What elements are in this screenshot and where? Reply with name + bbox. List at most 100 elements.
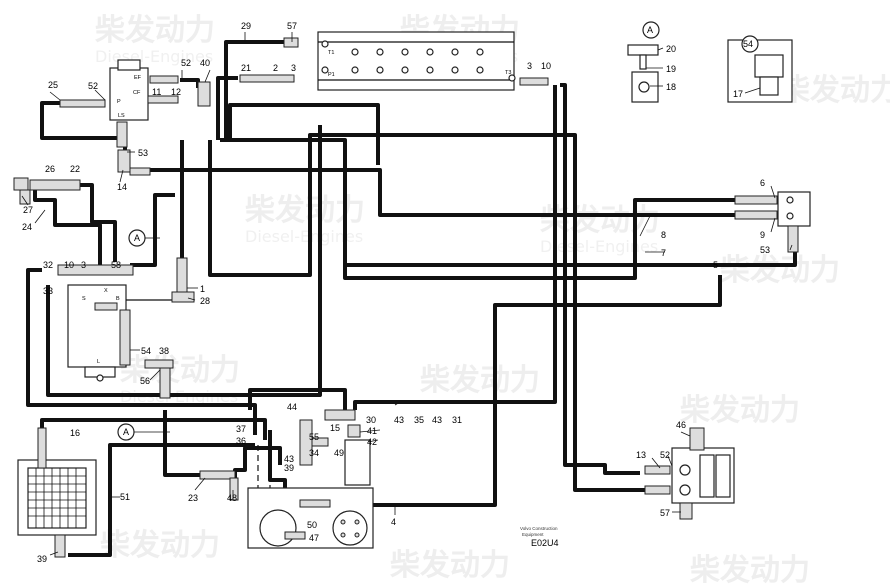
watermark-cn: 柴发动力 <box>100 528 220 563</box>
callout-33: 33 <box>43 286 53 296</box>
pipe-14 <box>150 168 660 217</box>
fitting-54-38-56 <box>144 359 174 399</box>
callout-52: 52 <box>181 58 191 68</box>
pipe-left-loop2 <box>46 125 322 397</box>
callout-18: 18 <box>666 82 676 92</box>
callout-7: 7 <box>661 248 666 258</box>
callout-15: 15 <box>330 423 340 433</box>
pipe-22-58 <box>80 183 117 262</box>
callout-40: 40 <box>200 58 210 68</box>
pipe-mid-4 <box>330 275 722 507</box>
callout-39b: 39 <box>284 463 294 473</box>
callout-34: 34 <box>309 448 319 458</box>
watermark-en: Diesel-Engines <box>540 237 658 256</box>
callout-46: 46 <box>676 420 686 430</box>
callout-49: 49 <box>334 448 344 458</box>
port-mark: P <box>117 99 121 105</box>
callout-20: 20 <box>666 44 676 54</box>
callout-11: 11 <box>152 87 161 97</box>
valve-ports <box>321 40 516 82</box>
detail-54-inset <box>727 35 793 103</box>
callout-47: 47 <box>309 533 319 543</box>
port-mark: P1 <box>328 72 335 78</box>
callout-14: 14 <box>117 182 127 192</box>
callout-1: 1 <box>200 284 205 294</box>
port-mark: S <box>82 296 86 302</box>
callout-28: 28 <box>200 296 210 306</box>
pipe-d <box>560 83 640 475</box>
callout-37: 37 <box>236 424 246 434</box>
port-mark: L <box>97 359 100 365</box>
directional-valve <box>644 427 735 520</box>
callout-19: 19 <box>666 64 676 74</box>
leader-lines <box>21 32 793 556</box>
callout-57b: 57 <box>660 508 670 518</box>
callout-41: 41 <box>367 426 377 436</box>
callout-22: 22 <box>70 164 80 174</box>
callout-12: 12 <box>171 87 181 97</box>
callout-4: 4 <box>391 517 396 527</box>
caption-line-2: Equipment <box>522 532 544 537</box>
callout-38: 38 <box>159 346 169 356</box>
callout-30: 30 <box>366 415 376 425</box>
watermark-en: Diesel-Engines <box>95 47 213 66</box>
port-mark: X <box>104 288 108 294</box>
oil-cooler <box>17 427 97 558</box>
pipe-b <box>208 133 645 492</box>
callout-42: 42 <box>367 437 377 447</box>
steering-unit <box>734 191 811 253</box>
watermark-cn: 柴发动力 <box>690 553 810 586</box>
callout-13: 13 <box>636 450 646 460</box>
valve-block-top: T1 P1 T3 <box>317 31 516 91</box>
hydraulic-tank <box>247 487 374 549</box>
callout-43c: 43 <box>432 415 442 425</box>
callout-43: 43 <box>284 454 294 464</box>
callout-26: 26 <box>45 164 55 174</box>
callout-29: 29 <box>241 21 251 31</box>
watermark-cn: 柴发动力 <box>540 203 660 238</box>
pipe-30-31 <box>353 85 557 410</box>
callout-10b: 10 <box>64 260 74 270</box>
callout-3: 3 <box>291 63 296 73</box>
pipe-16 <box>40 418 267 440</box>
callout-31: 31 <box>452 415 462 425</box>
watermark-cn: 柴发动力 <box>420 363 540 398</box>
pipe-52-40 <box>180 78 200 88</box>
drawing-code: E02U4 <box>531 538 559 548</box>
callout-52c: 52 <box>660 450 670 460</box>
callout-17: 17 <box>733 89 743 99</box>
control-valve-left: S X B L <box>57 264 178 382</box>
pipe-48 <box>233 446 282 478</box>
valve-block-body <box>317 31 515 91</box>
caption-line-1: Volvo Construction <box>520 526 558 531</box>
watermark-layer: 柴发动力 Diesel-Engines 柴发动力 Diesel-Engines … <box>95 13 890 586</box>
detail-title-54: 54 <box>743 39 753 49</box>
port-mark: LS <box>118 113 125 119</box>
callout-6: 6 <box>760 178 765 188</box>
pipe-58-28 <box>130 193 175 267</box>
callout-labels: 29 57 21 2 3 3 10 52 40 25 52 11 12 53 1… <box>22 21 770 564</box>
callout-36: 36 <box>236 436 246 446</box>
callout-39: 39 <box>37 554 47 564</box>
callout-43b: 43 <box>394 415 404 425</box>
drawing-caption: Volvo Construction Equipment E02U4 <box>520 526 559 548</box>
port-mark: B <box>116 296 120 302</box>
watermark-cn: 柴发动力 <box>780 73 890 108</box>
watermark-cn: 柴发动力 <box>390 548 510 583</box>
pressure-valve: EF P LS CF <box>59 59 179 148</box>
watermark-cn: 柴发动力 <box>95 13 215 48</box>
callout-27: 27 <box>23 205 33 215</box>
callout-48: 48 <box>227 493 237 503</box>
callout-53: 53 <box>138 148 148 158</box>
pipe-51 <box>68 443 255 557</box>
callout-24: 24 <box>22 222 32 232</box>
callout-35: 35 <box>414 415 424 425</box>
fitting-40 <box>197 37 549 107</box>
callout-21: 21 <box>241 63 251 73</box>
detail-ref-a2: A <box>123 427 129 437</box>
callout-3c: 3 <box>81 260 86 270</box>
fitting-1-28 <box>171 257 195 303</box>
pipe-left-loop <box>26 268 257 435</box>
watermark-cn: 柴发动力 <box>720 253 840 288</box>
callout-5: 5 <box>713 260 718 270</box>
